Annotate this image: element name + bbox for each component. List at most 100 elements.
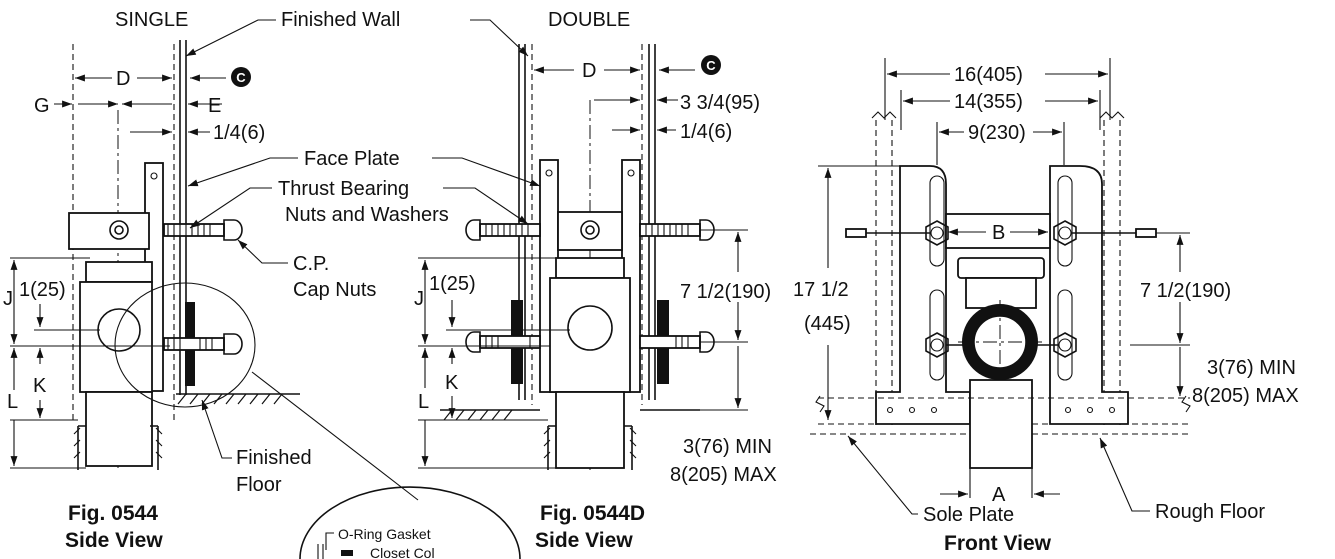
- double-side-view: DOUBLE D C 3 3/4(95) 1/4(6): [414, 9, 777, 552]
- leader-line: [847, 435, 918, 515]
- dim-one: 1(25): [429, 273, 476, 295]
- pipe-collar: [957, 257, 1045, 279]
- break-mark: [815, 395, 825, 413]
- thrust-bearing-label: Thrust Bearing: [278, 178, 409, 200]
- dim-seventeen-half-1: 17 1/2: [793, 279, 849, 301]
- dim-min: 3(76) MIN: [683, 436, 772, 458]
- hex-nut-icon: [1053, 220, 1077, 246]
- dim-max: 8(205) MAX: [670, 464, 777, 486]
- dim-seventeen-half-2: (445): [804, 313, 851, 335]
- leader-line: [1099, 437, 1150, 512]
- stud-right-upper: [639, 219, 715, 241]
- dim-min: 3(76) MIN: [1207, 357, 1296, 379]
- cross-bar: [945, 213, 1051, 249]
- pipe-collar: [555, 257, 625, 279]
- leader-line: [185, 19, 276, 57]
- double-view-label: Side View: [535, 529, 633, 552]
- dim-a: A: [992, 484, 1006, 506]
- c-marker-icon: [701, 55, 721, 75]
- dim-seven-half: 7 1/2(190): [680, 281, 771, 303]
- double-fig-label: Fig. 0544D: [540, 502, 645, 525]
- cap-nuts-label: Cap Nuts: [293, 279, 376, 301]
- slot: [929, 289, 945, 381]
- leader-line: [237, 239, 288, 264]
- front-view: 16(405) 14(355) 9(230) 17 1/2 (445): [793, 58, 1299, 555]
- c-marker-icon: [231, 67, 251, 87]
- slot: [929, 175, 945, 267]
- single-fig-label: Fig. 0544: [68, 502, 158, 525]
- dim-k: K: [445, 372, 459, 394]
- hex-nut-icon: [925, 220, 949, 246]
- pipe-neck: [965, 277, 1037, 309]
- hex-nut-icon: [925, 332, 949, 358]
- dim-nine: 9(230): [968, 122, 1026, 144]
- bolt-hole: [908, 406, 916, 414]
- stud-left-upper: [465, 219, 541, 241]
- pipe-collar: [85, 261, 153, 283]
- cp-label: C.P.: [293, 253, 329, 275]
- bolt-hole: [627, 169, 635, 177]
- sole-plate-label: Sole Plate: [923, 504, 1014, 526]
- c-marker-label: C: [706, 58, 716, 73]
- leader-line: [325, 532, 334, 550]
- pipe-lower: [555, 391, 625, 469]
- finished-floor-label-1: Finished: [236, 447, 312, 469]
- front-view-label: Front View: [944, 532, 1052, 555]
- stud-upper: [163, 219, 243, 241]
- break-mark: [1181, 395, 1191, 413]
- nut-icon: [109, 220, 129, 240]
- bracket-block: [68, 212, 150, 250]
- single-title: SINGLE: [115, 9, 188, 31]
- floor-hatch: [443, 409, 513, 421]
- slot: [1057, 289, 1073, 381]
- slot: [1057, 175, 1073, 267]
- stud-end: [1135, 228, 1157, 238]
- break-mark: [1099, 111, 1125, 119]
- pipe-body: [549, 277, 631, 393]
- floor-hatch: [73, 427, 163, 459]
- bolt-hole: [150, 172, 158, 180]
- leader-line: [470, 19, 529, 57]
- bolt-hole: [930, 406, 938, 414]
- detail-bubble: [299, 486, 521, 559]
- callouts: Finished Wall Face Plate Thrust Bearing …: [185, 9, 541, 559]
- bolt-hole: [886, 406, 894, 414]
- bracket-block: [557, 211, 623, 251]
- stud-right-lower: [639, 300, 715, 384]
- rough-opening: [547, 425, 633, 470]
- dim-max: 8(205) MAX: [1192, 385, 1299, 407]
- dim-g: G: [34, 95, 50, 117]
- leader-line: [189, 187, 272, 229]
- face-plate-left: [875, 165, 971, 425]
- dim-e: E: [208, 95, 221, 117]
- pipe-lower: [969, 379, 1033, 469]
- dim-fourteen: 14(355): [954, 91, 1023, 113]
- dim-sixteen: 16(405): [954, 64, 1023, 86]
- leader-line: [443, 187, 529, 225]
- finished-wall-label: Finished Wall: [281, 9, 400, 31]
- dim-k: K: [33, 375, 47, 397]
- c-marker-label: C: [236, 70, 246, 85]
- dim-one: 1(25): [19, 279, 66, 301]
- nuts-washers-label: Nuts and Washers: [285, 204, 449, 226]
- break-mark: [871, 111, 897, 119]
- nut-icon: [580, 220, 600, 240]
- detail-circle: [114, 282, 256, 408]
- rough-opening: [77, 425, 159, 470]
- bolt-hole: [1108, 406, 1116, 414]
- leader-line: [201, 399, 232, 459]
- nut-icon: [114, 225, 124, 235]
- dim-quarter: 1/4(6): [680, 121, 732, 143]
- dim-three-three-quarter: 3 3/4(95): [680, 92, 760, 114]
- nut-icon: [585, 225, 595, 235]
- dim-j: J: [3, 288, 13, 310]
- dim-d: D: [116, 68, 130, 90]
- finished-floor-label-2: Floor: [236, 474, 282, 496]
- dim-d: D: [582, 60, 596, 82]
- dim-seven-half: 7 1/2(190): [1140, 280, 1231, 302]
- leader-line: [187, 157, 298, 187]
- face-plate-label: Face Plate: [304, 148, 400, 170]
- dim-l: L: [7, 391, 18, 413]
- double-title: DOUBLE: [548, 9, 630, 31]
